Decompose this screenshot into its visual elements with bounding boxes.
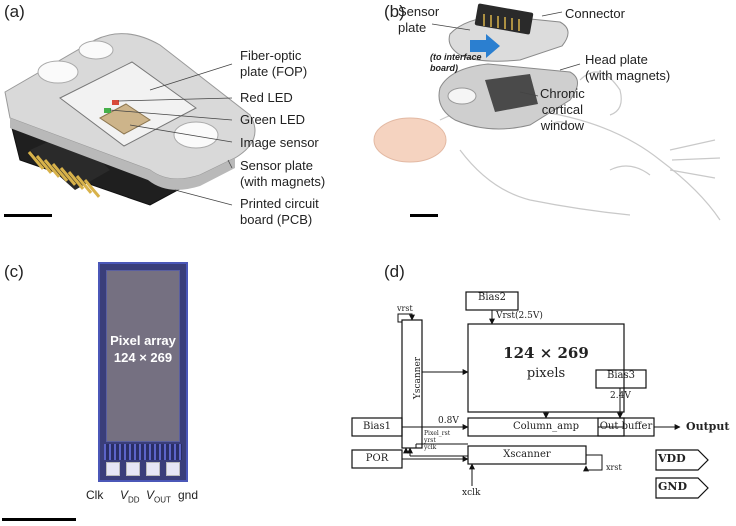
callout-sensor-plate-line1: Sensor plate [240,158,313,173]
pixel-rst-label: Pixel_rst [424,430,451,437]
pin-label-gnd: gnd [178,488,199,502]
gnd-label: GND [658,480,687,493]
callout-sensor-plate: Sensor plate (with magnets) [240,158,325,190]
pin-label-vdd-main: V [120,488,129,502]
bias3-level-label: 2.4V [610,391,631,401]
pad-vout [146,462,160,476]
pad-vdd [126,462,140,476]
vrst-level-label: Vrst(2.5V) [496,311,543,321]
pixel-array-caption: Pixel array [110,333,176,348]
callout-head-plate-line1: Head plate [585,52,648,67]
panel-b-leaders [431,11,581,97]
yscanner-label: Yscanner [413,356,423,400]
pin-label-vout-sub: OUT [154,495,171,505]
callout-head-plate-line2: (with magnets) [585,68,671,83]
head-plate-hole [447,87,477,105]
xrst-label: xrst [606,463,622,472]
callout-chronic-window: Chronic cortical window [540,86,585,134]
callout-green-led: Green LED [240,112,306,127]
callout-sensor-plate-line2: (with magnets) [240,174,326,189]
callout-b-sensor-plate-line1: Sensor [398,4,440,19]
pixel-array-region [106,270,180,442]
bias2-label: Bias2 [477,292,506,303]
pcb-trace-area [30,132,110,190]
panel-c-label: (c) [4,262,24,281]
callout-window-line2: cortical [541,102,583,117]
callout-b-sensor-plate-line2: plate [398,20,427,35]
magnet-hole-top [78,40,114,60]
pin-label-vout-main: V [146,488,155,502]
pin-label-clk: Clk [86,488,104,502]
vrst-loop-label: vrst [397,304,413,313]
connector-pins [483,14,520,31]
pixel-array-dims: 124 × 269 [113,350,173,365]
pin-label-vdd: VDD [120,488,140,504]
callout-window-line1: Chronic [540,86,585,101]
callout-to-interface: (to interface board) [430,52,482,74]
bias1-level-label: 0.8V [438,416,459,426]
callout-pcb: Printed circuit board (PCB) [240,196,319,228]
callout-to-interface-line2: board) [430,63,458,73]
sensor-assembly-illustration [4,33,256,206]
yclk-label: yclk [424,444,437,451]
magnet-hole-left [37,60,79,84]
mouse-mounting-illustration [373,3,721,221]
chip-die: Pixel array 124 × 269 [98,262,188,482]
scale-bar-b [410,214,438,217]
column-amp-label: Column_amp [512,421,580,432]
panel-b-label: (b) [384,2,405,21]
callout-pcb-line1: Printed circuit [240,196,319,211]
pin-label-vdd-sub: DD [128,495,140,505]
callout-window-line3: window [540,118,585,133]
callout-to-interface-line1: (to interface [430,52,482,62]
callout-image-sensor: Image sensor [240,135,319,150]
bias1-label: Bias1 [362,421,391,432]
panel-a-leaders [109,63,233,206]
out-buffer-label: Out buffer [599,421,653,432]
readout-circuit [104,444,182,460]
array-unit-label: pixels [526,366,566,381]
yrst-label: yrst [424,437,436,444]
callout-fop-line2: plate (FOP) [240,64,308,79]
chronic-cortical-window [485,74,538,112]
scale-bar-a [4,214,52,217]
xscanner-label: Xscanner [503,449,551,460]
callout-head-plate: Head plate (with magnets) [585,52,670,84]
por-label: POR [365,453,389,464]
array-dims-label: 124 × 269 [503,344,589,362]
bias3-box [595,369,647,389]
panel-a-label: (a) [4,2,25,21]
vdd-tag [655,449,709,471]
bias3-label: Bias3 [606,370,635,381]
mouse-ear [373,117,447,163]
magnet-hole-right [173,121,219,149]
xclk-label: xclk [462,488,481,498]
callout-fop-line1: Fiber-optic [240,48,302,63]
pad-gnd [166,462,180,476]
callout-pcb-line2: board (PCB) [240,212,313,227]
green-led [104,108,111,113]
gnd-tag [655,477,709,499]
callout-connector: Connector [565,6,625,21]
red-led [112,100,119,105]
sensor-block-diagram [351,291,709,499]
output-label: Output [686,420,730,433]
vdd-label: VDD [658,452,686,465]
pcb-gold-contacts [27,151,101,198]
pin-label-vout: VOUT [146,488,171,504]
callout-fop: Fiber-optic plate (FOP) [240,48,307,80]
callout-red-led: Red LED [240,90,293,105]
interface-arrow [470,34,500,58]
fop-window [59,61,197,147]
control-signals-label: Pixel_rst yrst yclk [424,430,450,451]
pad-clk [106,462,120,476]
panel-d-label: (d) [384,262,405,281]
callout-b-sensor-plate: Sensor plate [398,4,439,36]
scale-bar-c [2,518,76,521]
pixel-array-text: Pixel array 124 × 269 [100,332,186,366]
